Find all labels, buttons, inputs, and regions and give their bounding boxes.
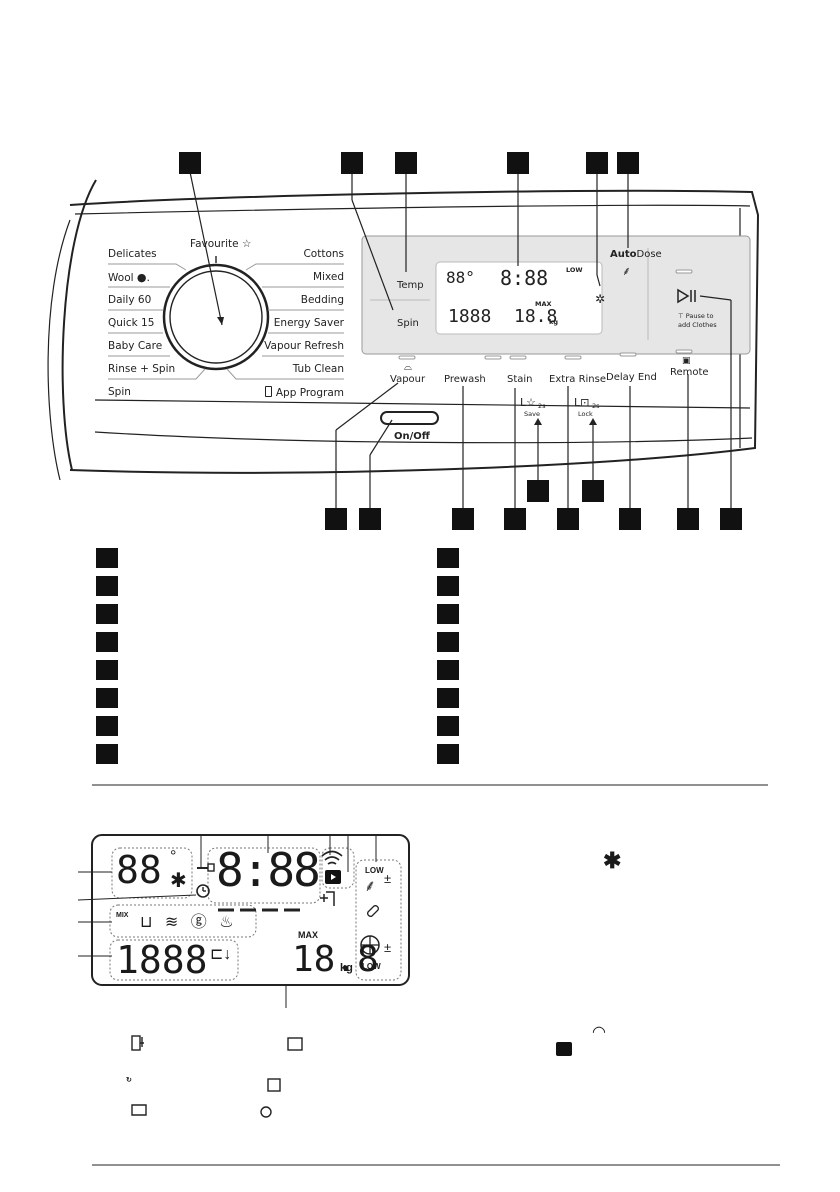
detail-load-digits: 18.8 <box>292 939 379 980</box>
lcd-weight-digits: 1888 <box>448 306 492 327</box>
program-spin[interactable]: Spin <box>108 386 131 398</box>
program-cottons[interactable]: Cottons <box>303 248 344 260</box>
program-dial[interactable] <box>170 271 262 363</box>
program-rinse-spin[interactable]: Rinse + Spin <box>108 363 176 375</box>
program-vapour-refresh[interactable]: Vapour Refresh <box>264 340 344 352</box>
mix-icon: MIX <box>116 912 129 919</box>
fan-icon: ✲ <box>595 292 606 306</box>
program-bedding[interactable]: Bedding <box>300 294 344 306</box>
extra-rinse-button[interactable]: Extra Rinse <box>549 374 607 385</box>
program-daily-60[interactable]: Daily 60 <box>108 294 152 306</box>
mix-desc-icon: ↻ <box>126 1077 132 1084</box>
onoff-button[interactable]: On/Off <box>394 431 430 442</box>
wifi-icon: ◠ <box>592 1024 606 1041</box>
lcd-temp-digits: 88° <box>446 268 475 287</box>
program-wool[interactable]: Wool ●. <box>108 271 150 284</box>
program-mixed[interactable]: Mixed <box>313 271 344 283</box>
lock-hint: Lock <box>578 410 593 418</box>
detail-temp-digits: 88 <box>116 848 162 892</box>
program-delicates[interactable]: Delicates <box>108 248 157 260</box>
program-tub-clean[interactable]: Tub Clean <box>292 363 344 375</box>
cold-symbol-icon: ✱ <box>603 848 622 873</box>
autodose-icon: ⸙ <box>622 264 632 278</box>
drain-icon: ⊏↓ <box>210 946 232 963</box>
wool-icon: ●. <box>136 271 150 284</box>
cold-wash-icon: ✱ <box>170 870 187 892</box>
favourite-save-icon: L☆ <box>520 396 536 409</box>
prewash-button[interactable]: Prewash <box>444 374 486 385</box>
detail-kg-unit: kg <box>340 962 353 974</box>
option-icons: ⊔ ≋ ⓖ ♨ <box>140 914 238 931</box>
detail-weight-digits: 1888 <box>116 938 208 982</box>
temp-button[interactable]: Temp <box>397 280 424 291</box>
lcd-time-digits: 8:88 <box>500 266 549 290</box>
remote-start-icon <box>556 1042 572 1056</box>
vapour-button[interactable]: Vapour <box>390 374 426 385</box>
degree-icon: ° <box>170 848 177 865</box>
child-lock-icon: L⊡ <box>574 396 590 409</box>
detail-max-label: MAX <box>298 930 318 940</box>
delay-end-button[interactable]: Delay End <box>606 372 657 383</box>
lcd-max-label: MAX <box>535 300 552 308</box>
program-baby-care[interactable]: Baby Care <box>108 340 163 352</box>
vapour-icon: ⌓ <box>404 362 412 373</box>
lcd-load-digits: 18.8 <box>514 306 558 327</box>
lcd-kg-unit: kg <box>549 318 558 326</box>
shirt-icon: ⊤ <box>678 312 684 320</box>
save-hint: Save <box>524 410 540 418</box>
program-energy-saver[interactable]: Energy Saver <box>273 317 344 329</box>
autodose-button[interactable]: AutoDose <box>610 249 662 260</box>
autodose-plus-minus-icon: ± <box>384 871 392 886</box>
detail-low-bottom: LOW <box>362 962 381 971</box>
program-app-program[interactable]: App Program <box>264 386 344 399</box>
autodose-2-plus-minus-icon: ± <box>384 940 392 955</box>
spin-button[interactable]: Spin <box>397 318 419 329</box>
remote-button[interactable]: Remote <box>670 367 709 378</box>
stain-button[interactable]: Stain <box>507 374 533 385</box>
start-pause-button[interactable] <box>672 284 702 306</box>
program-quick-15[interactable]: Quick 15 <box>108 317 155 329</box>
lcd-low-label: LOW <box>566 266 583 274</box>
detail-low-top: LOW <box>365 866 384 875</box>
phone-icon <box>264 386 272 397</box>
autodose-1-icon: ⸙ <box>364 878 377 895</box>
remote-icon: ▣ <box>682 356 691 366</box>
detail-time-digits: 8:88 <box>216 843 321 897</box>
favourite-label: Favourite ☆ <box>190 238 252 250</box>
